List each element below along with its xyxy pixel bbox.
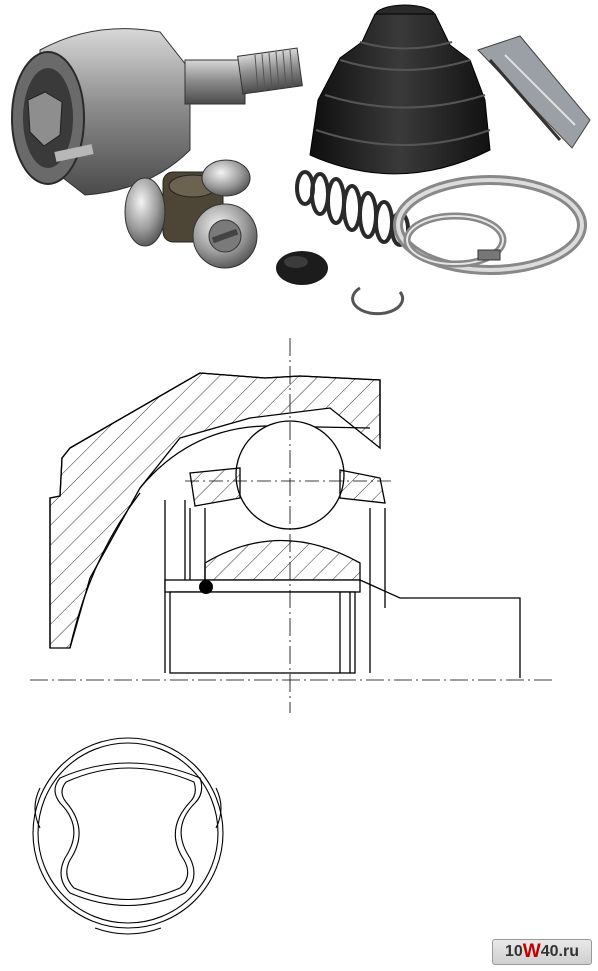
watermark-prefix: 10: [505, 943, 523, 960]
circlip: [351, 286, 405, 316]
hose-clamp: [393, 175, 587, 275]
section-drawing: [30, 338, 555, 713]
watermark-suffix: 40.ru: [540, 943, 579, 960]
tripod-roller-spider: [124, 159, 258, 269]
joint-housing: [11, 28, 191, 196]
splined-shaft: [184, 47, 303, 105]
product-photo: [11, 4, 591, 316]
grease-sachet: [477, 35, 591, 149]
grease-cap: [276, 251, 328, 285]
circlip-marker: [199, 580, 213, 594]
watermark-accent: W: [522, 941, 541, 962]
end-view-drawing: [32, 737, 224, 935]
rubber-boot: [309, 4, 491, 175]
coil-spring: [295, 170, 410, 247]
